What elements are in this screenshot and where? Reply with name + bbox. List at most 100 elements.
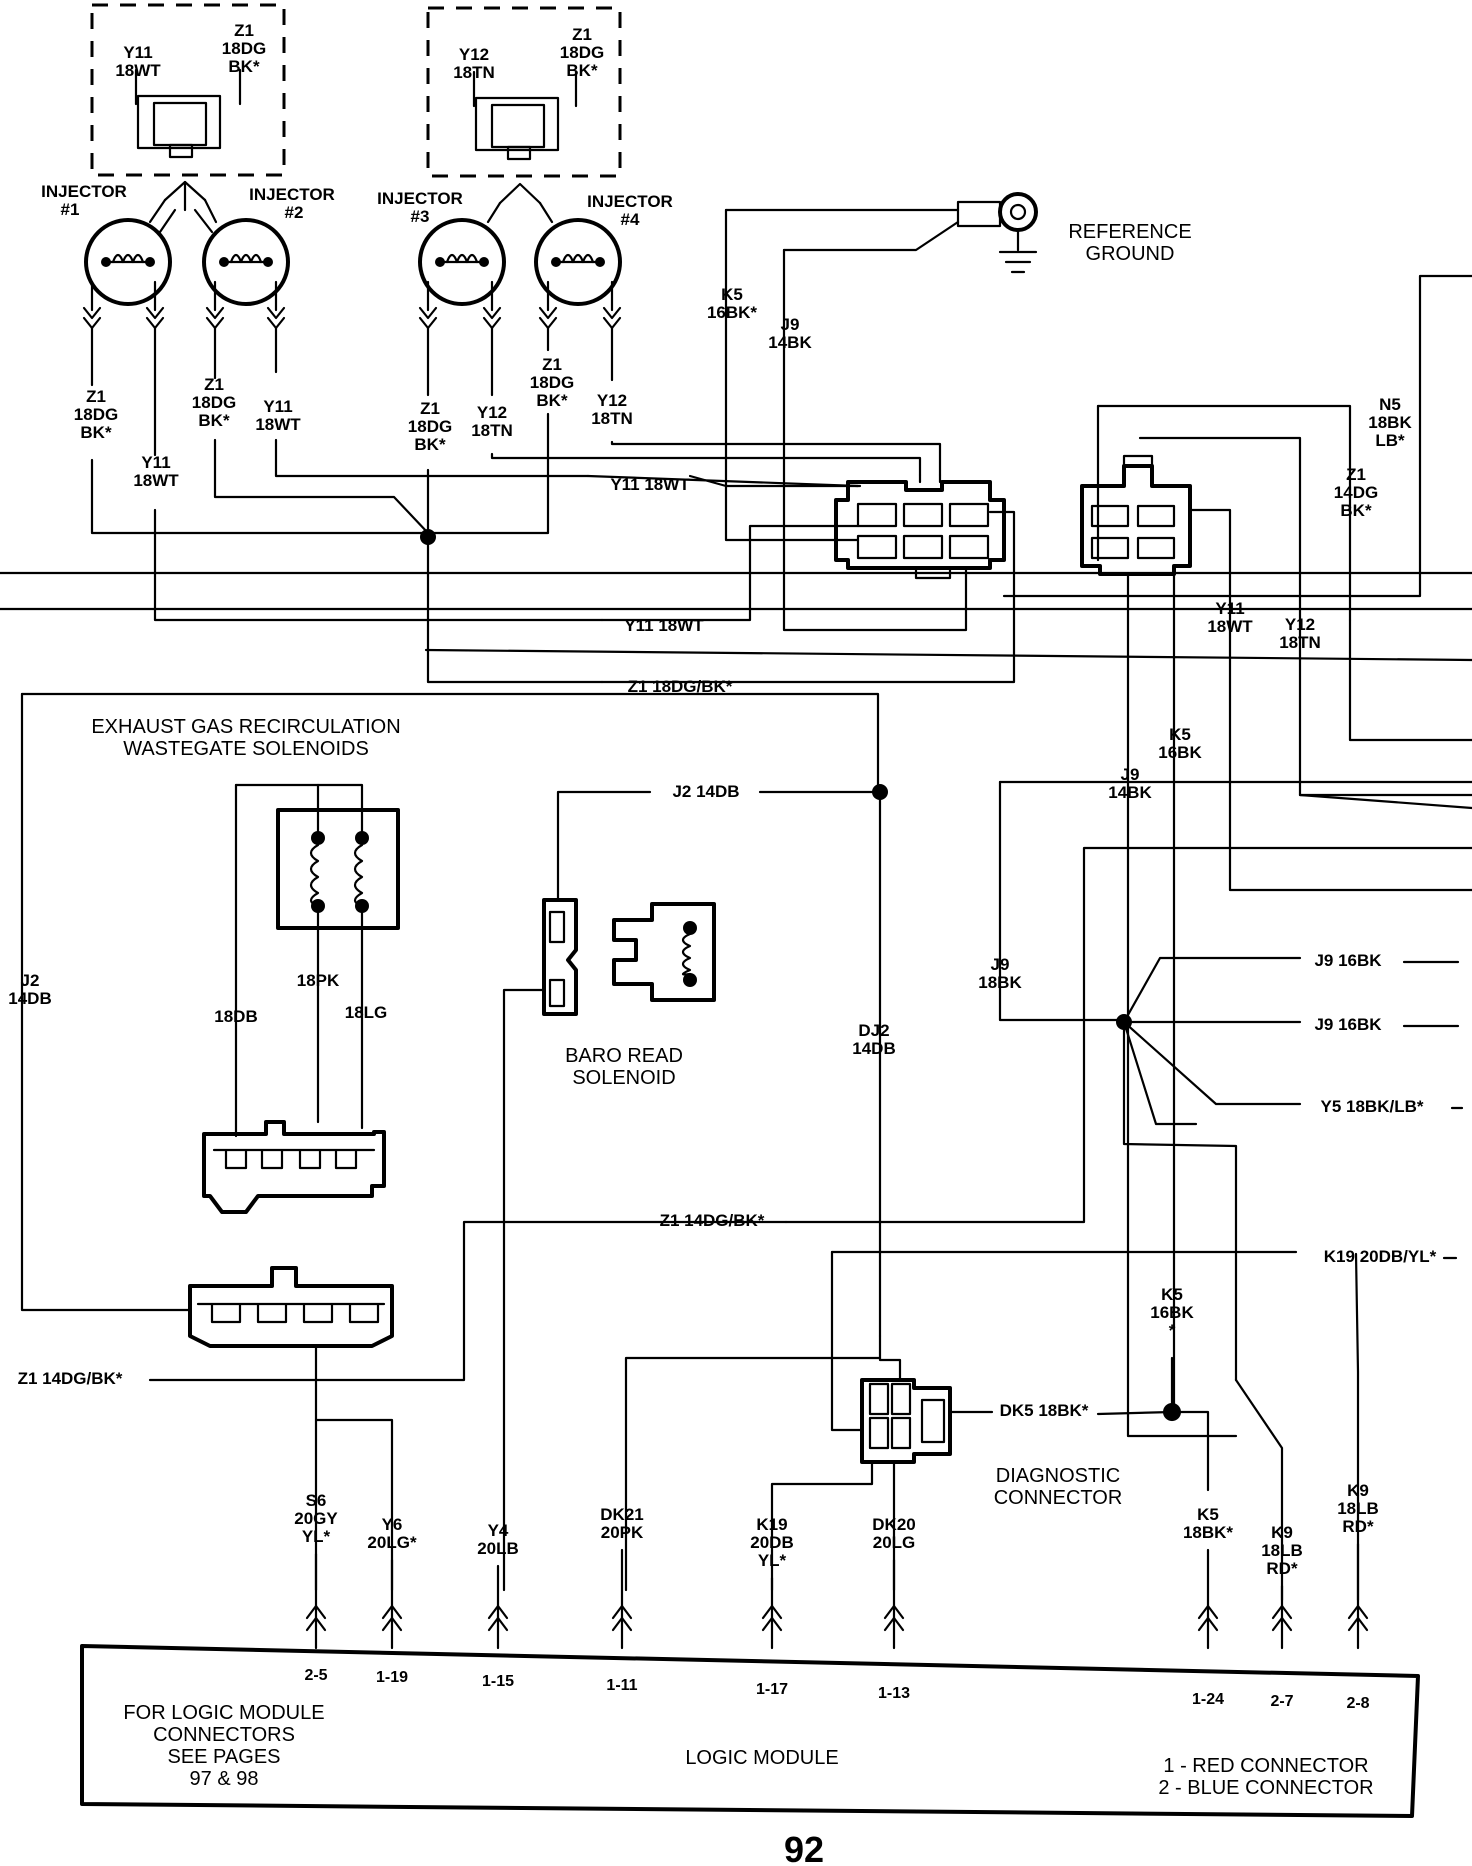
pin-number: 1-11 bbox=[606, 1677, 637, 1694]
connector-arrow-icon bbox=[487, 1604, 509, 1632]
connector-arrow-icon bbox=[305, 1604, 327, 1632]
pin-number: 1-13 bbox=[878, 1685, 910, 1702]
right-connector bbox=[1080, 454, 1192, 576]
injector-2: INJECTOR#2 bbox=[202, 185, 335, 330]
pin-number: 1-17 bbox=[756, 1681, 788, 1698]
k19-row-label: K19 20DB/YL* bbox=[1324, 1247, 1437, 1266]
pin-number: 2-5 bbox=[304, 1667, 327, 1684]
pk-label: 18PK bbox=[297, 971, 340, 990]
pin-number: 1-24 bbox=[1192, 1691, 1224, 1708]
pin-number: 2-8 bbox=[1346, 1695, 1369, 1712]
j9-16-b-label: J9 16BK bbox=[1314, 1015, 1382, 1034]
connector-arrow-icon bbox=[1271, 1604, 1293, 1632]
pin-number: 1-19 bbox=[376, 1669, 408, 1686]
dk5-label: DK5 18BK* bbox=[1000, 1401, 1089, 1420]
j9-16-a-label: J9 16BK bbox=[1314, 951, 1382, 970]
page-number: 92 bbox=[784, 1829, 824, 1866]
y5-label: Y5 18BK/LB* bbox=[1321, 1097, 1424, 1116]
svg-text:INJECTOR#1: INJECTOR#1 bbox=[41, 182, 127, 219]
lg-label: 18LG bbox=[345, 1003, 388, 1022]
pin-number: 1-15 bbox=[482, 1673, 514, 1690]
j2-row-label: J2 14DB bbox=[672, 782, 739, 801]
injector-1: INJECTOR#1 bbox=[41, 182, 172, 330]
svg-text:INJECTOR#3: INJECTOR#3 bbox=[377, 189, 463, 226]
injector-harness-connector bbox=[834, 480, 1006, 580]
injector-4: INJECTOR#4 bbox=[534, 192, 673, 330]
z1-mid-label: Z1 14DG/BK* bbox=[660, 1211, 765, 1230]
z1-left-label: Z1 14DG/BK* bbox=[18, 1369, 123, 1388]
y11-row2-label: Y11 18WT bbox=[624, 616, 704, 635]
svg-text:INJECTOR#2: INJECTOR#2 bbox=[249, 185, 335, 222]
injector-3: INJECTOR#3 bbox=[377, 189, 506, 330]
connector-arrow-icon bbox=[883, 1604, 905, 1632]
connector-arrow-icon bbox=[1347, 1604, 1369, 1632]
connector-arrow-icon bbox=[1197, 1604, 1219, 1632]
connector-arrow-icon bbox=[611, 1604, 633, 1632]
svg-text:INJECTOR#4: INJECTOR#4 bbox=[587, 192, 673, 229]
db-label: 18DB bbox=[214, 1007, 257, 1026]
pin-number: 2-7 bbox=[1270, 1693, 1293, 1710]
egr-harness-connector bbox=[202, 1120, 386, 1214]
connector-arrow-icon bbox=[761, 1604, 783, 1632]
logic-module-title: LOGIC MODULE bbox=[685, 1747, 838, 1769]
egr-wastegate-solenoids bbox=[276, 808, 400, 930]
connector-arrow-icon bbox=[381, 1604, 403, 1632]
egr-lower-connector bbox=[188, 1266, 394, 1348]
